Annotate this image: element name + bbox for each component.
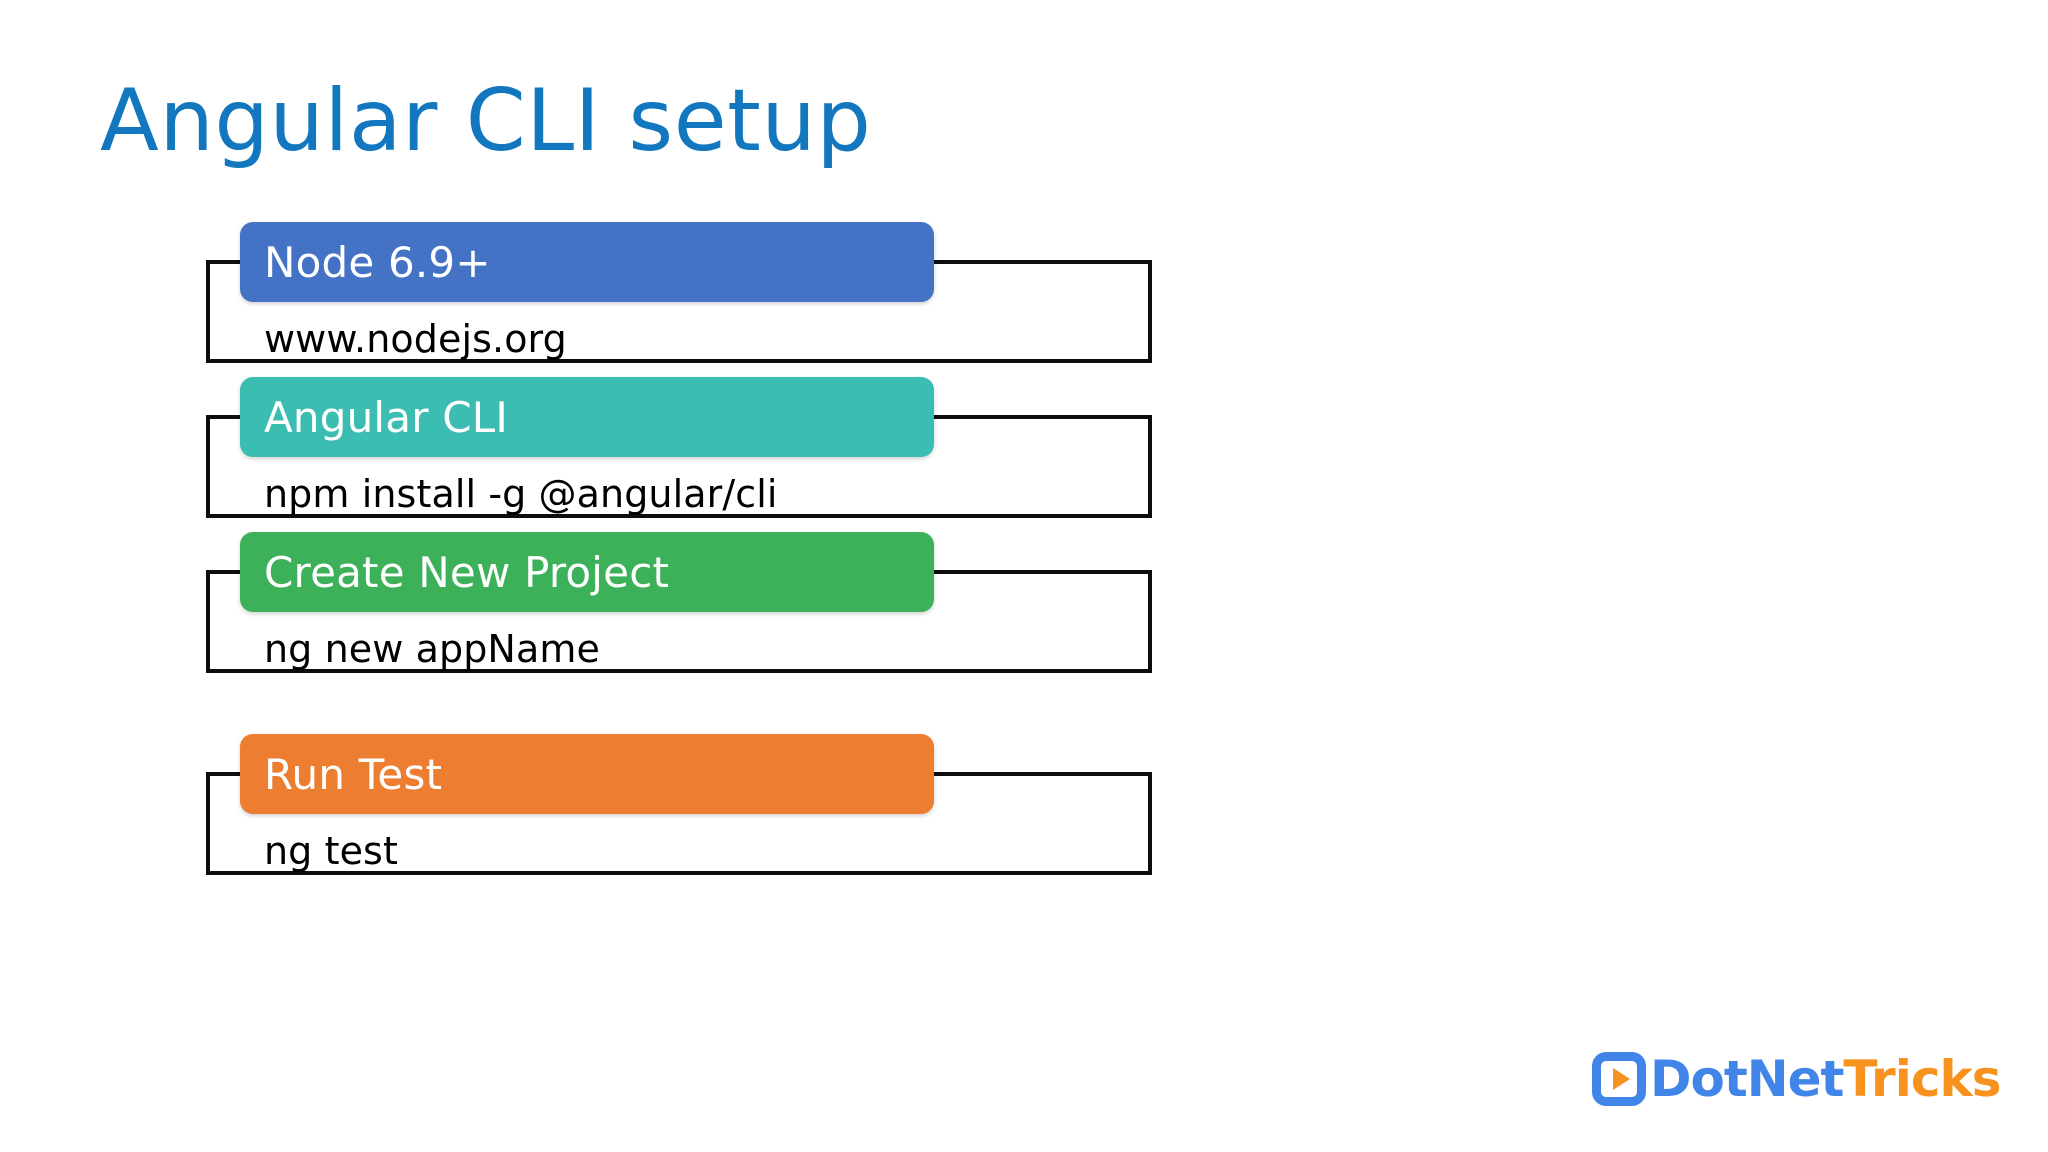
play-triangle-icon [1612, 1068, 1630, 1090]
step-chip-run-test[interactable]: Run Test [240, 734, 934, 814]
step-detail-text: npm install -g @angular/cli [264, 472, 778, 516]
step-chip-create-project[interactable]: Create New Project [240, 532, 934, 612]
step-chip-node[interactable]: Node 6.9+ [240, 222, 934, 302]
dotnettricks-logo: DotNetTricks [1592, 1046, 2001, 1112]
step-detail-text: www.nodejs.org [264, 317, 567, 361]
step-chip-label: Create New Project [264, 547, 670, 597]
logo-text-dotnet: DotNet [1650, 1050, 1844, 1108]
step-detail-text: ng new appName [264, 627, 600, 671]
page-title: Angular CLI setup [100, 71, 872, 171]
play-button-d-icon [1592, 1052, 1646, 1106]
step-chip-angular-cli[interactable]: Angular CLI [240, 377, 934, 457]
step-chip-label: Node 6.9+ [264, 237, 491, 287]
logo-text-tricks: Tricks [1843, 1050, 2001, 1108]
step-chip-label: Angular CLI [264, 392, 508, 442]
step-detail-text: ng test [264, 829, 398, 873]
step-chip-label: Run Test [264, 749, 443, 799]
